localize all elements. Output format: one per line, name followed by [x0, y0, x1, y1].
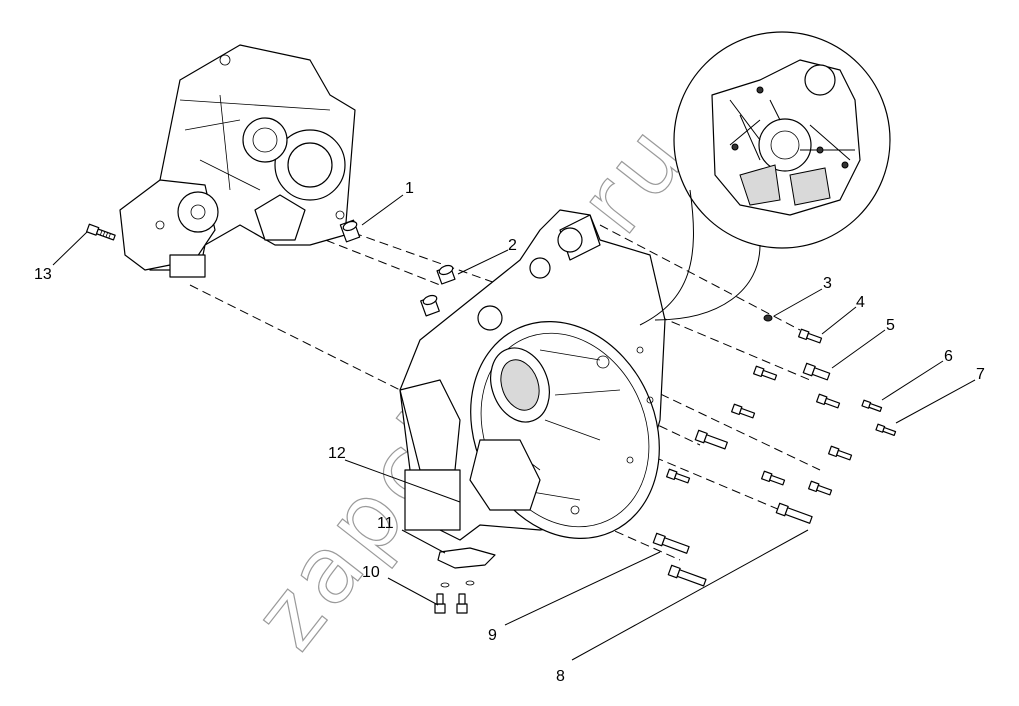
- callout-5: 5: [886, 317, 895, 334]
- o-ring: [763, 314, 773, 322]
- bolt-13: [86, 223, 116, 241]
- screws-10: [434, 593, 468, 614]
- bolt: [694, 429, 728, 450]
- callout-6: 6: [944, 348, 953, 365]
- bolt: [816, 393, 841, 409]
- callout-12: 12: [328, 445, 346, 462]
- bolt: [828, 445, 853, 461]
- bolt: [666, 468, 691, 484]
- bolts-group: [652, 328, 897, 587]
- dowel-pin: [339, 219, 361, 243]
- bolt: [875, 423, 897, 436]
- callout-11: 11: [377, 515, 394, 532]
- callout-2: 2: [508, 237, 517, 254]
- callout-1: 1: [405, 180, 414, 197]
- bolt: [753, 365, 778, 381]
- bolt: [808, 480, 833, 496]
- gear-housing: [119, 44, 356, 278]
- plug: [436, 264, 456, 285]
- detail-inset: [639, 31, 891, 326]
- callout-9: 9: [488, 627, 497, 644]
- callout-4: 4: [856, 294, 865, 311]
- callout-8: 8: [556, 668, 565, 685]
- callouts: 1 2 3 4 5 6 7 8 9 10 11 12 13: [34, 180, 985, 685]
- leader-lines: [52, 194, 976, 661]
- bolt: [861, 399, 883, 412]
- flywheel-housing: [399, 209, 666, 541]
- bolt: [802, 362, 831, 381]
- bolt: [761, 470, 786, 486]
- callout-7: 7: [976, 366, 985, 383]
- bolt: [731, 403, 756, 419]
- callout-3: 3: [823, 275, 832, 292]
- dowel-pin-2: [420, 294, 440, 317]
- callout-13: 13: [34, 266, 52, 283]
- bolt: [667, 564, 707, 587]
- callout-10: 10: [362, 564, 380, 581]
- bolt: [775, 502, 813, 524]
- bolt: [652, 532, 690, 554]
- bolt: [798, 328, 823, 344]
- cover-plate: [437, 547, 496, 588]
